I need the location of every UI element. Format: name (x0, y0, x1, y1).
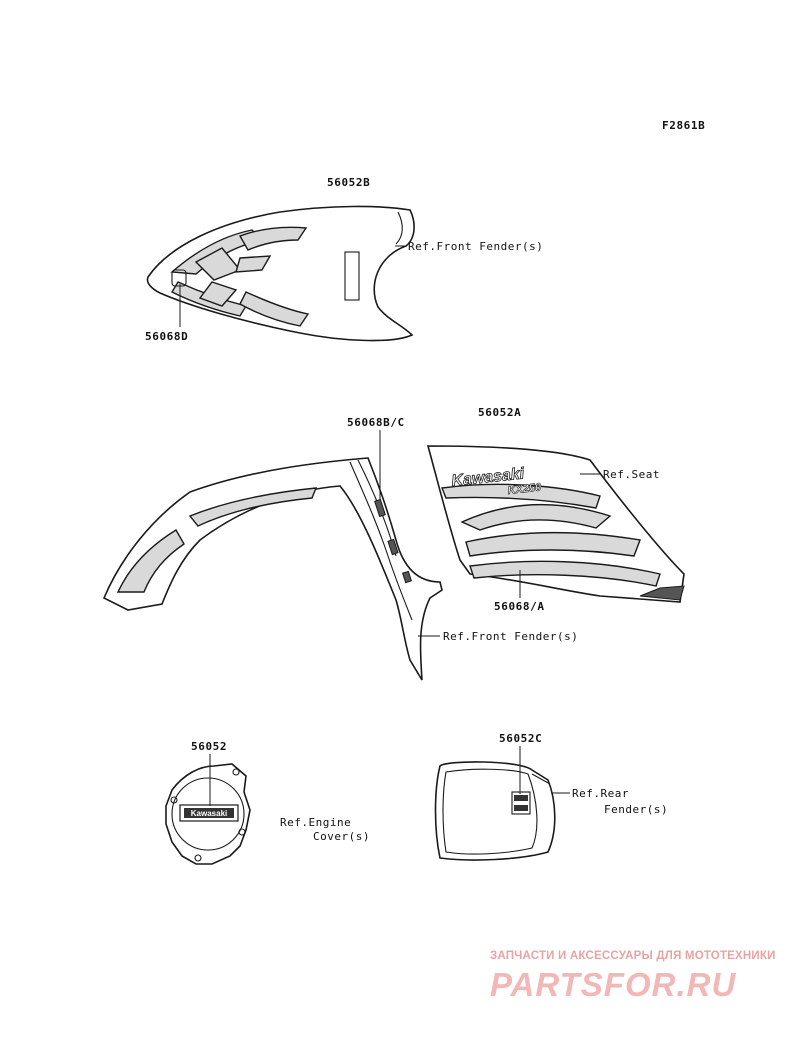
engine-cover-panel: Kawasaki (165, 763, 251, 865)
decal-model-text: KX250 (507, 481, 543, 497)
ref-rear-fender-line1: Ref.Rear (572, 787, 629, 800)
rear-fender-panel (434, 761, 556, 861)
label-56052A: 56052A (478, 406, 521, 419)
label-56068D: 56068D (145, 330, 188, 343)
label-56068B-C: 56068B/C (347, 416, 405, 429)
ref-seat: Ref.Seat (603, 468, 660, 481)
front-shroud-panel (146, 205, 415, 342)
label-56052B: 56052B (327, 176, 370, 189)
ref-engine-cover-line2: Cover(s) (313, 830, 370, 843)
side-cover-panel: Kawasaki KX250 (426, 445, 685, 603)
label-56052C: 56052C (499, 732, 542, 745)
ref-front-fender-side: Ref.Front Fender(s) (443, 630, 578, 643)
watermark-tagline: ЗАПЧАСТИ И АКСЕССУАРЫ ДЛЯ МОТОТЕХНИКИ (490, 950, 776, 962)
label-56052: 56052 (191, 740, 227, 753)
ref-rear-fender-line2: Fender(s) (604, 803, 668, 816)
label-56068-A: 56068/A (494, 600, 545, 613)
figure-code: F2861B (662, 119, 705, 132)
engine-decal-brand: Kawasaki (191, 809, 227, 818)
watermark-site: PARTSFOR.RU (490, 966, 737, 1003)
ref-front-fender-top: Ref.Front Fender(s) (408, 240, 543, 253)
ref-engine-cover-line1: Ref.Engine (280, 816, 351, 829)
front-fender-side-panel (102, 457, 443, 681)
